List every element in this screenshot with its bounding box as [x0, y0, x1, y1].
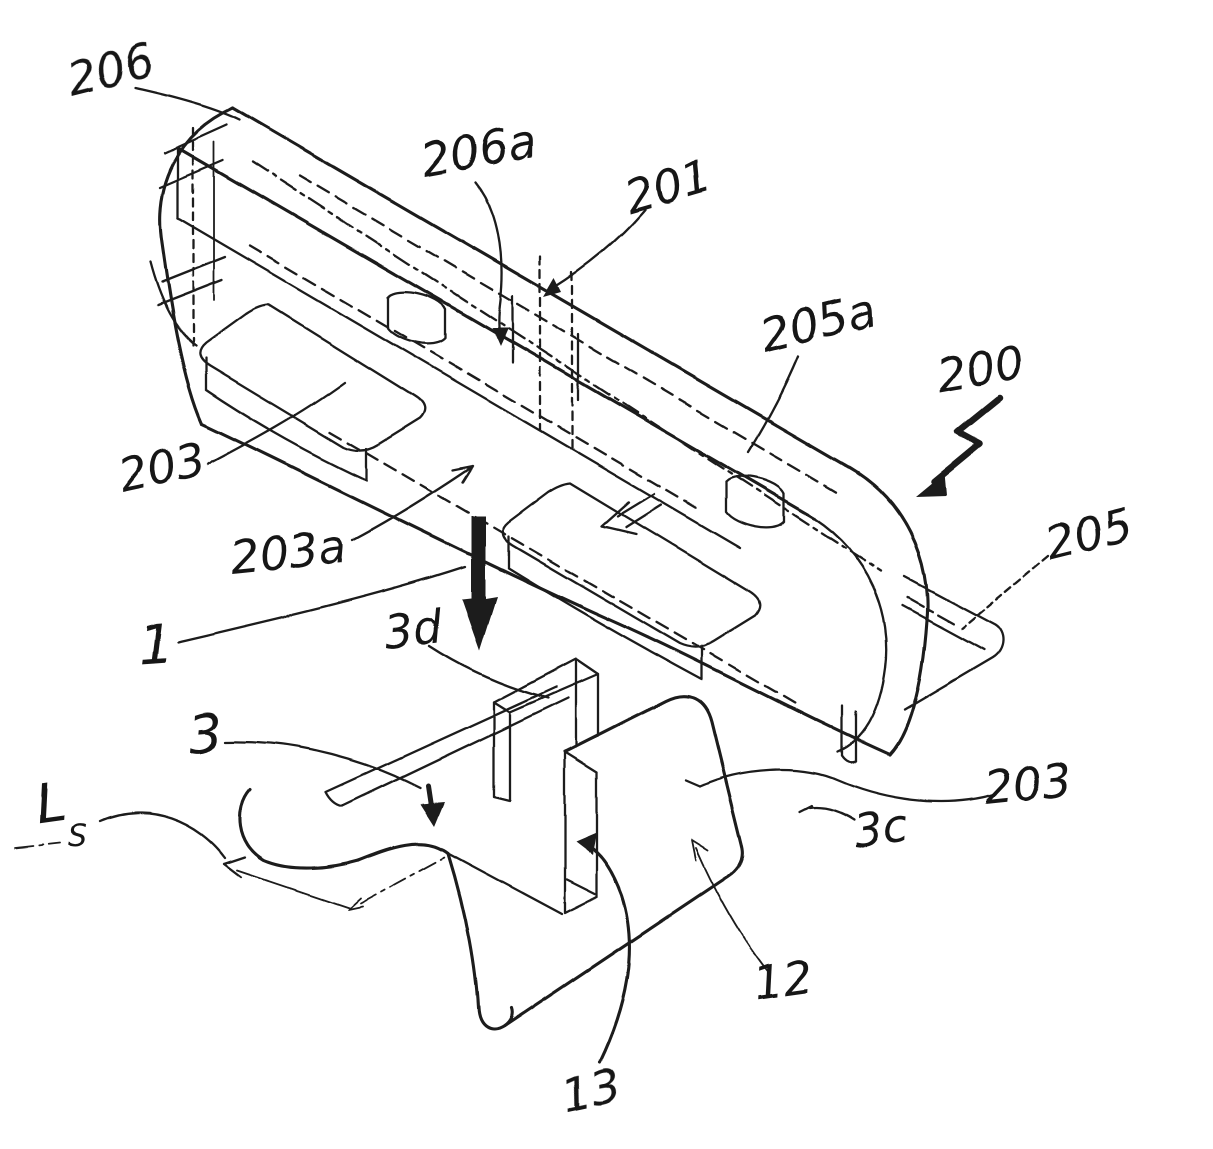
channel-right-ring: [500, 481, 762, 649]
arrowhead-201: [543, 278, 561, 297]
axis-label-Ls: L S: [31, 770, 87, 854]
ref-label-200: 200: [933, 334, 1029, 402]
ref-label-12: 12: [750, 949, 815, 1011]
body-front-band-bottom-edge: [176, 216, 742, 550]
leader-206a: [473, 180, 503, 335]
hollow-arrow: [600, 492, 663, 536]
ref-label-203-right: 203: [982, 752, 1075, 815]
sheet-drop-left-edge: [446, 851, 514, 1031]
channel-left-ring: [198, 303, 426, 452]
leader-203-right: [684, 768, 998, 803]
leader-203a: [350, 466, 472, 542]
zigzag-arrow-200: [930, 394, 1004, 486]
left-end-face-rungs: [156, 123, 229, 307]
arrowhead-Ls: [222, 855, 247, 879]
seam-bracket-sketch: [238, 657, 745, 1031]
rail-front-edge: [356, 842, 450, 862]
ref-label-206: 206: [62, 33, 160, 107]
channel-right-end-post: [840, 704, 858, 764]
reference-labels: 206 206a 201 205a 200 203 203a 205 3d 1 …: [31, 33, 1138, 1123]
arrowhead-203a: [451, 464, 475, 484]
leader-205a: [746, 354, 800, 454]
leader-201: [551, 208, 647, 290]
arrowhead-12: [691, 839, 709, 861]
hidden-line-bottom: [328, 430, 802, 708]
leader-3d: [428, 644, 550, 700]
hidden-line-top: [298, 174, 842, 496]
axis-dashdot-left: [14, 842, 61, 849]
axis-dashdot-line: [359, 854, 449, 904]
center-slot-hidden-dashed: [538, 254, 574, 450]
channel-left-cylinder: [386, 291, 448, 345]
zigzag-arrow-200-head: [915, 473, 946, 497]
leader-13: [586, 844, 632, 1064]
leader-3: [223, 740, 422, 790]
leader-206: [133, 86, 242, 122]
ref-label-13: 13: [557, 1058, 625, 1123]
flange-arrow-3-head: [420, 802, 444, 826]
leader-205-dashed: [960, 554, 1050, 630]
axis-label-main: L: [31, 770, 70, 837]
rail-flange-3: [324, 685, 570, 808]
leader-lines: [98, 86, 1050, 1064]
axis-arrowhead: [347, 897, 363, 910]
centerline-on-end-ledge: [906, 596, 960, 628]
rail-front-edge-under-plate: [446, 851, 564, 916]
flange-arrow-3-shaft: [425, 783, 434, 809]
plate-right-and-top-edge: [563, 694, 744, 848]
arrowhead-206a: [492, 328, 508, 346]
ref-label-205: 205: [1040, 497, 1138, 571]
ref-label-1: 1: [137, 612, 176, 677]
ref-label-201: 201: [618, 148, 717, 224]
plate-bottom-edge: [502, 844, 745, 1028]
hidden-line-mid: [248, 244, 702, 512]
leader-1: [176, 565, 467, 644]
body-bottom-front-edge: [200, 422, 892, 757]
center-slot-edges: [510, 294, 580, 402]
insertion-arrow: [462, 516, 497, 650]
channel-left-front-walls: [204, 356, 368, 482]
leader-Ls: [98, 812, 227, 860]
leader-12: [695, 847, 769, 973]
body-right-end-cap-outer: [843, 463, 930, 757]
centerline-205a: [250, 160, 884, 574]
leader-203-left: [206, 380, 347, 466]
rail-left-end-curl: [238, 788, 360, 870]
axis-label-sub: S: [68, 819, 87, 854]
ref-label-203-left: 203: [113, 432, 210, 503]
axis-thin-arrow-line: [236, 869, 351, 909]
seam-slot-13: [563, 750, 599, 915]
ref-label-3c: 3c: [850, 798, 912, 859]
ref-label-3: 3: [185, 701, 226, 767]
ledge-front-edge-left: [148, 260, 198, 348]
body-left-end-cap: [158, 106, 235, 426]
seam-axis: [14, 842, 449, 910]
ref-label-3d: 3d: [382, 599, 447, 659]
arrows: [222, 278, 1004, 879]
channel-right-front-walls: [506, 534, 704, 682]
arrowhead-13: [576, 833, 597, 855]
end-ledge-205: [901, 575, 1005, 712]
ref-label-205a: 205a: [756, 282, 882, 362]
body-right-end-cap-inner: [812, 516, 889, 754]
leader-3c: [798, 804, 856, 822]
tab-3d: [492, 657, 600, 802]
ref-label-203a: 203a: [228, 519, 349, 585]
ref-label-206a: 206a: [417, 114, 541, 187]
channel-right-cylinder: [724, 475, 786, 529]
